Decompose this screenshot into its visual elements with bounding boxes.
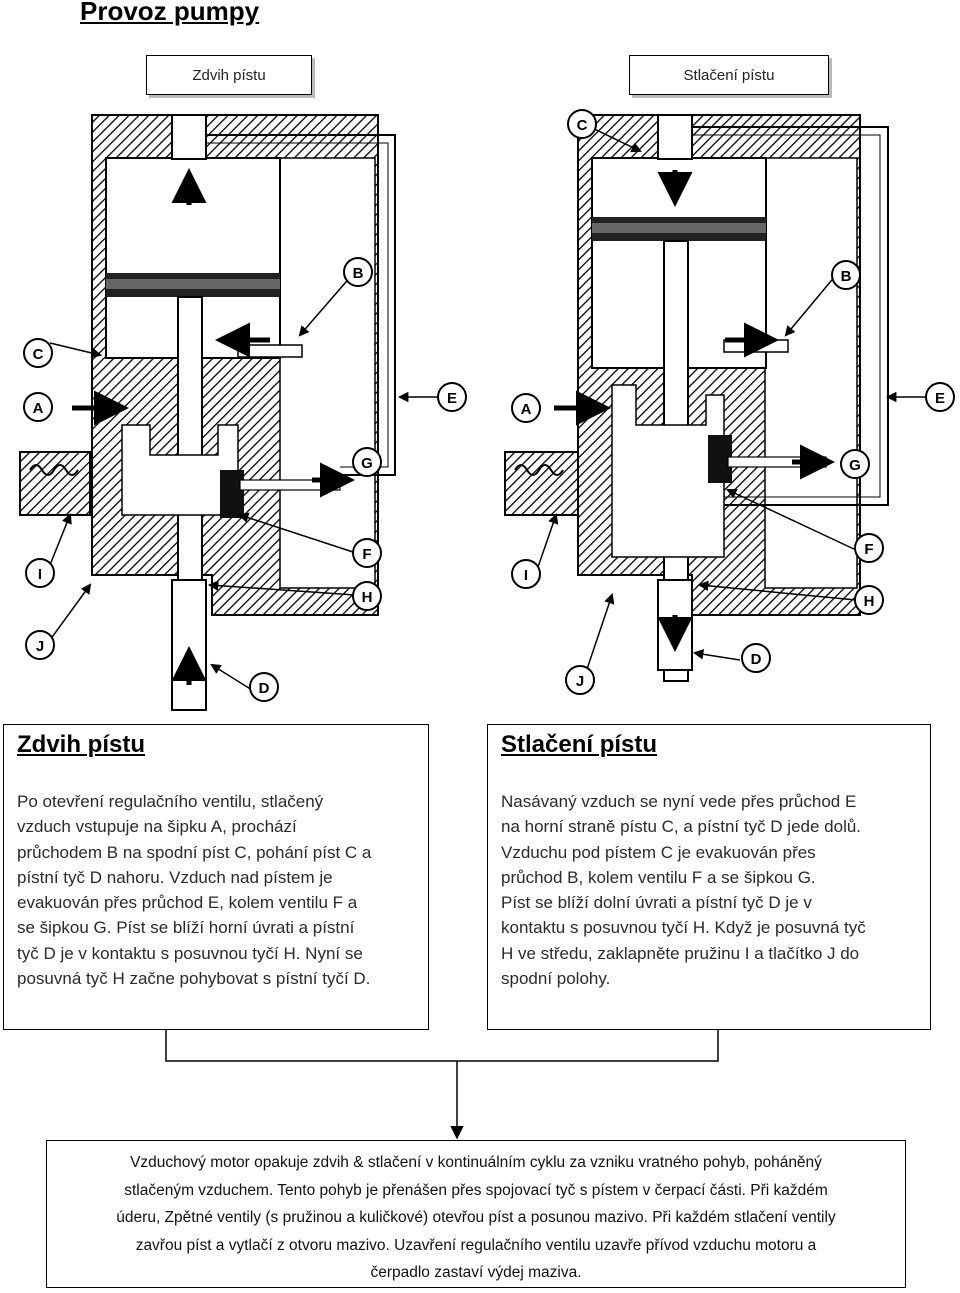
- svg-text:A: A: [33, 400, 44, 417]
- left-letter-I: I: [25, 558, 55, 588]
- svg-text:I: I: [38, 566, 42, 583]
- summary-line: Vzduchový motor opakuje zdvih & stlačení…: [130, 1154, 822, 1171]
- svg-text:C: C: [33, 346, 44, 363]
- left-letter-F: F: [352, 538, 382, 568]
- summary-line: stlačeným vzduchem. Tento pohyb je přená…: [124, 1181, 828, 1199]
- left-letter-B: B: [343, 257, 373, 287]
- desc-heading-stroke-up: Zdvih pístu: [17, 731, 145, 758]
- right-letter-J: J: [565, 665, 595, 695]
- summary-line: čerpadlo zastaví výdej maziva.: [370, 1264, 582, 1281]
- summary-line: úderu, Zpětné ventily (s pružinou a kuli…: [116, 1209, 836, 1226]
- svg-text:J: J: [576, 673, 584, 690]
- svg-text:D: D: [259, 680, 270, 697]
- right-letter-H: H: [854, 585, 884, 615]
- svg-text:G: G: [849, 457, 861, 474]
- right-letter-B: B: [831, 260, 861, 290]
- desc-line: evakuován přes průchod E, kolem ventilu …: [17, 893, 358, 913]
- desc-line: pístní tyč D nahoru. Vzduch nad pístem j…: [17, 867, 333, 887]
- desc-line: Vzduchu pod pístem C je evakuován přes: [501, 842, 816, 862]
- desc-line: Po otevření regulačního ventilu, stlačen…: [17, 792, 324, 811]
- svg-text:G: G: [361, 455, 373, 472]
- desc-line: průchod B, kolem ventilu F a se šipkou G…: [501, 867, 816, 887]
- left-letter-J: J: [25, 630, 55, 660]
- svg-text:E: E: [447, 390, 457, 407]
- desc-box-stroke-down: Stlačení pístu Nasávaný vzduch se nyní v…: [487, 724, 931, 1030]
- left-letter-C: C: [23, 338, 53, 368]
- desc-line: H ve středu, zaklapněte pružinu I a tlač…: [501, 943, 860, 963]
- right-letter-C: C: [567, 109, 597, 139]
- desc-line: Nasávaný vzduch se nyní vede přes průcho…: [501, 792, 857, 811]
- desc-heading-stroke-down: Stlačení pístu: [501, 731, 658, 758]
- svg-text:J: J: [36, 638, 44, 655]
- desc-line: vzduch vstupuje na šipku A, prochází: [17, 817, 297, 837]
- svg-text:E: E: [935, 390, 945, 407]
- svg-text:C: C: [577, 117, 588, 134]
- desc-line: se šipkou G. Píst se blíží horní úvrati …: [17, 918, 355, 938]
- left-letter-D: D: [249, 672, 279, 702]
- svg-text:D: D: [751, 651, 762, 668]
- label-stroke-up-text: Zdvih pístu: [192, 66, 266, 84]
- right-letter-E: E: [925, 382, 955, 412]
- desc-line: kontaktu s posuvnou tyčí H. Když je posu…: [501, 918, 866, 938]
- svg-text:A: A: [521, 401, 532, 418]
- desc-line: Píst se blíží dolní úvrati a pístní tyč …: [501, 893, 812, 913]
- left-letter-H: H: [352, 581, 382, 611]
- svg-text:F: F: [864, 541, 873, 558]
- label-stroke-down: Stlačení pístu: [629, 55, 829, 95]
- left-letter-E: E: [437, 382, 467, 412]
- right-letter-F: F: [854, 533, 884, 563]
- right-pump: C B E A G F H I D J: [504, 109, 955, 695]
- svg-text:I: I: [524, 567, 528, 584]
- summary-line: zavřou píst a vytlačí z otvoru mazivo. U…: [135, 1236, 817, 1254]
- svg-text:F: F: [362, 546, 371, 563]
- left-pump: C A B E G F H I J D: [19, 114, 467, 711]
- desc-line: posuvná tyč H začne pohybovat s pístní t…: [17, 969, 371, 989]
- pump-diagram: C A B E G F H I J D: [19, 109, 955, 711]
- left-letter-G: G: [352, 447, 382, 477]
- right-letter-I: I: [511, 559, 541, 589]
- left-letter-A: A: [23, 392, 53, 422]
- svg-text:B: B: [841, 268, 852, 285]
- right-letter-A: A: [511, 393, 541, 423]
- connector-arrow: [165, 1030, 719, 1140]
- svg-text:H: H: [864, 593, 875, 610]
- svg-text:H: H: [362, 589, 373, 606]
- desc-line: tyč D je v kontaktu s posuvnou tyčí H. N…: [17, 943, 363, 963]
- label-stroke-down-text: Stlačení pístu: [683, 66, 775, 84]
- summary-box: Vzduchový motor opakuje zdvih & stlačení…: [46, 1140, 906, 1288]
- label-stroke-up: Zdvih pístu: [146, 55, 312, 95]
- desc-line: průchodem B na spodní píst C, pohání pís…: [17, 842, 372, 862]
- desc-line: spodní polohy.: [501, 969, 611, 989]
- right-letter-G: G: [840, 449, 870, 479]
- svg-text:B: B: [353, 265, 364, 282]
- right-letter-D: D: [741, 643, 771, 673]
- page-title: Provoz pumpy: [80, 0, 260, 26]
- desc-line: na horní straně pístu C, a pístní tyč D …: [501, 817, 862, 837]
- desc-box-stroke-up: Zdvih pístu Po otevření regulačního vent…: [3, 724, 429, 1030]
